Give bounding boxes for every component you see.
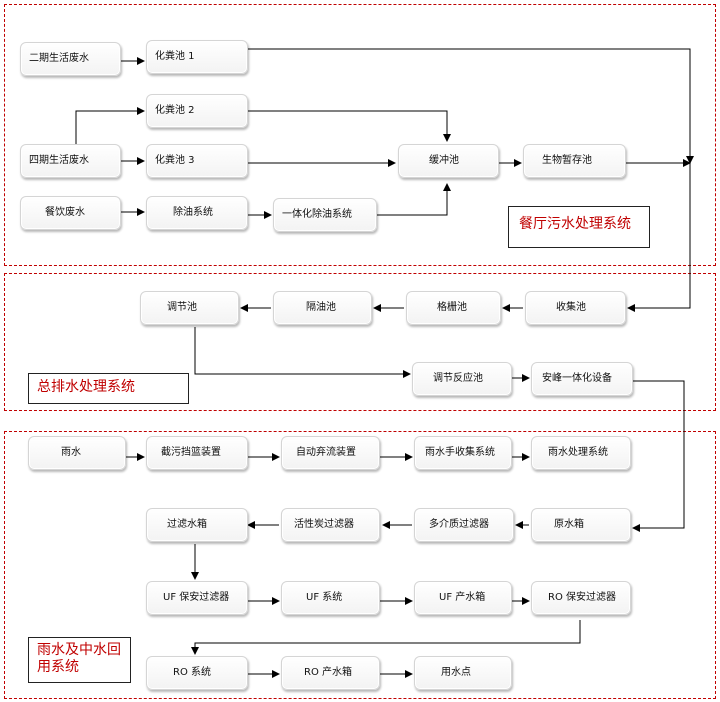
node-phase4-domestic-wastewater: 四期生活废水 bbox=[20, 144, 121, 178]
node-oil-separator-tank: 隔油池 bbox=[273, 291, 372, 325]
node-regulating-reaction-tank: 调节反应池 bbox=[412, 362, 512, 396]
section-rain-frame bbox=[4, 431, 716, 699]
node-septic-tank-2: 化粪池 2 bbox=[146, 94, 248, 128]
edge-septic1-right bbox=[248, 48, 694, 164]
node-activated-carbon-filter: 活性炭过滤器 bbox=[281, 508, 380, 542]
edge-integrated-buffer bbox=[377, 183, 451, 216]
node-grille-tank: 格栅池 bbox=[406, 291, 501, 325]
node-bio-storage-tank: 生物暂存池 bbox=[523, 144, 626, 178]
node-rain-treatment-system: 雨水处理系统 bbox=[531, 436, 631, 470]
node-regulating-tank: 调节池 bbox=[140, 291, 239, 325]
node-ro-system: RO 系统 bbox=[146, 656, 248, 690]
node-auto-discard-device: 自动弃流装置 bbox=[281, 436, 380, 470]
node-uf-system: UF 系统 bbox=[281, 581, 380, 615]
edge-regulate-react bbox=[194, 327, 411, 378]
node-integrated-degreasing-system: 一体化除油系统 bbox=[273, 198, 377, 232]
node-multi-media-filter: 多介质过滤器 bbox=[414, 508, 514, 542]
node-interceptor-basket: 截污挡篮装置 bbox=[146, 436, 248, 470]
node-raw-water-tank: 原水箱 bbox=[531, 508, 631, 542]
node-phase2-domestic-wastewater: 二期生活废水 bbox=[20, 42, 121, 76]
node-filter-water-tank: 过滤水箱 bbox=[146, 508, 248, 542]
edge-phase4-septic2 bbox=[75, 107, 145, 144]
node-uf-security-filter: UF 保安过滤器 bbox=[146, 581, 248, 615]
node-rainwater: 雨水 bbox=[28, 436, 126, 470]
node-uf-product-tank: UF 产水箱 bbox=[414, 581, 512, 615]
node-andfeng-integrated-equipment: 安峰一体化设备 bbox=[531, 362, 633, 396]
edge-andfeng-rawtank bbox=[632, 380, 685, 532]
section-restaurant-frame bbox=[4, 4, 716, 266]
section-drainage-label: 总排水处理系统 bbox=[28, 373, 189, 404]
section-drainage-frame bbox=[4, 273, 716, 411]
node-buffer-tank: 缓冲池 bbox=[398, 144, 499, 178]
node-water-use-point: 用水点 bbox=[414, 656, 512, 690]
node-septic-tank-3: 化粪池 3 bbox=[146, 144, 248, 178]
section-rain-label: 雨水及中水回用系统 bbox=[28, 637, 131, 683]
node-collection-tank: 收集池 bbox=[525, 291, 626, 325]
node-degreasing-system: 除油系统 bbox=[146, 196, 248, 230]
edge-septic2-buffer bbox=[248, 110, 451, 142]
node-ro-product-tank: RO 产水箱 bbox=[281, 656, 380, 690]
node-food-wastewater: 餐饮废水 bbox=[20, 196, 121, 230]
node-rain-collection-system: 雨水手收集系统 bbox=[414, 436, 512, 470]
edge-down-to-collect bbox=[627, 163, 691, 312]
edge-rofilter-rosystem bbox=[191, 620, 581, 655]
section-restaurant-label: 餐厅污水处理系统 bbox=[508, 206, 650, 248]
node-ro-security-filter: RO 保安过滤器 bbox=[531, 581, 631, 615]
node-septic-tank-1: 化粪池 1 bbox=[146, 40, 248, 74]
